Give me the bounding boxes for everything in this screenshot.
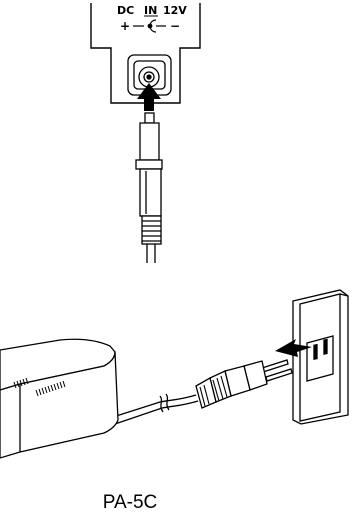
dc-label: DC <box>117 4 134 17</box>
ac-adapter-body <box>0 338 119 459</box>
adapter-vent-icon <box>13 377 66 397</box>
plug-strain-relief-ridges <box>142 220 161 242</box>
dc-plug <box>135 112 163 245</box>
dc-cable <box>146 244 156 263</box>
polarity-symbol-icon <box>133 19 166 33</box>
in-label: IN <box>144 4 157 17</box>
dc-jack-socket <box>127 54 172 96</box>
voltage-label: 12V <box>163 4 187 17</box>
ac-cable <box>109 393 199 426</box>
ac-plug <box>195 359 293 409</box>
plus-sign: + <box>120 19 130 33</box>
insert-arrow-right-icon <box>275 339 312 357</box>
minus-sign: − <box>170 19 180 33</box>
ac-plug-ridges <box>199 375 228 407</box>
insert-arrow-up-icon <box>137 83 161 111</box>
wall-outlet <box>292 289 349 425</box>
adapter-model-label: PA-5C <box>102 492 158 513</box>
